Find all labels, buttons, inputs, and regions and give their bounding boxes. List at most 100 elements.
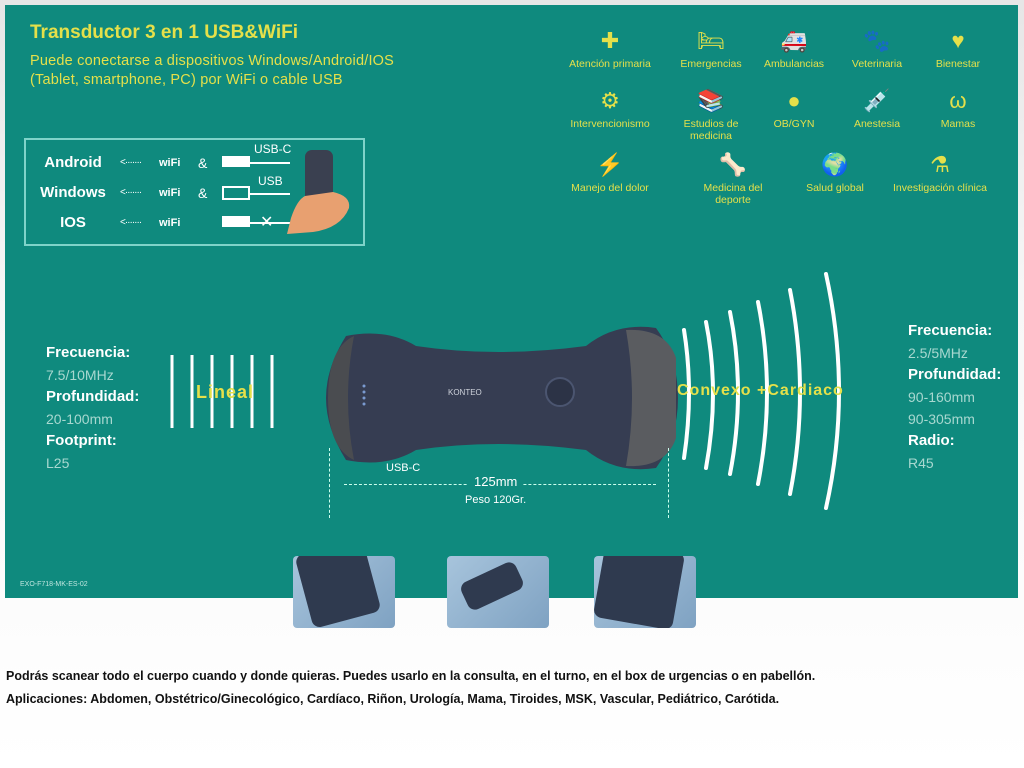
cable [250,222,290,224]
convex-waves-icon [682,272,841,510]
hospital-bed-icon: 🛏 [697,28,725,53]
usb-plug-icon [222,186,250,200]
app-label: Atención primaria [569,58,651,70]
app-label: Estudios de medicina [683,118,739,142]
subtitle-line: Puede conectarse a dispositivos Windows/… [30,53,395,69]
arrow-icon: <······· [120,157,142,168]
app-item: 📚 Estudios de medicina [651,88,771,142]
not-supported-icon: ✕ [260,214,274,231]
spec-value: 2.5/5MHz [908,345,968,361]
spec-label: Profundidad: [46,388,140,405]
globe-icon: 🌍 [821,152,849,177]
usb-c-plug-icon [222,156,250,167]
app-item: ✚ Atención primaria [550,28,670,70]
app-label: Intervencionismo [570,118,650,130]
app-item: 🌍 Salud global [775,152,895,194]
app-label: Ambulancias [763,58,825,70]
fetus-icon: ● [787,88,801,113]
linear-waves-icon [170,355,274,428]
app-label: Emergencias [680,58,742,70]
cable [250,193,290,195]
app-item: ♥ Bienestar [898,28,1018,70]
spec-value: 90-160mm [908,389,975,405]
app-item: 💉 Anestesia [817,88,937,130]
spec-label: Frecuencia: [46,344,131,361]
spec-label: Footprint: [46,432,117,449]
cable-label: USB [258,174,283,188]
app-label: Bienestar [935,58,981,70]
books-icon: 📚 [697,88,725,113]
linear-specs: Frecuencia: 7.5/10MHz Profundidad: 20-10… [46,342,139,474]
app-label: Mamas [940,118,976,130]
subtitle: Puede conectarse a dispositivos Windows/… [30,52,394,90]
app-label: Anestesia [853,118,901,130]
app-item: 🚑 Ambulancias [734,28,854,70]
ampersand: & [198,155,208,171]
product-thumbnail[interactable] [293,556,395,628]
spec-value: 90-305mm [908,411,975,427]
app-label: Salud global [806,182,864,194]
spec-label: Frecuencia: [908,322,993,339]
wifi-icon: wiFi [159,187,181,199]
spec-value: R45 [908,455,934,471]
ampersand: & [198,185,208,201]
cable-label: USB-C [254,142,292,156]
hand-holding-device-image [287,150,350,234]
intervention-icon: ⚙ [600,88,620,113]
wifi-icon: wiFi [159,157,181,169]
app-item: ⚙ Intervencionismo [550,88,670,130]
heart-pulse-icon: ♥ [951,28,965,53]
cable [250,162,290,164]
subtitle-line: (Tablet, smartphone, PC) por WiFi o cabl… [30,72,343,88]
lightning-icon: ⚡ [596,152,624,177]
arrow-icon: <······· [120,187,142,198]
app-item: ● OB/GYN [734,88,854,130]
port-label: USB-C [386,462,421,474]
spec-value: 20-100mm [46,411,113,427]
breast-icon: ω [949,88,967,113]
product-thumbnail[interactable] [594,556,696,628]
connectivity-box: Android Windows IOS <······· <······· <·… [24,138,365,246]
app-item: ⚡ Manejo del dolor [550,152,670,194]
spec-label: Radio: [908,432,955,449]
arrow-icon: <······· [120,217,142,228]
convex-label: Convexo +Cardiaco [677,382,844,399]
os-ios: IOS [60,214,86,231]
medical-kit-icon: ✚ [600,28,620,53]
convex-specs: Frecuencia: 2.5/5MHz Profundidad: 90-160… [908,320,1001,474]
weight-label: Peso 120Gr. [465,494,527,506]
joint-icon: 🦴 [719,152,747,177]
flask-icon: ⚗ [930,152,950,177]
dimension-line [329,448,330,518]
os-android: Android [44,154,102,171]
dimension-line [668,448,669,518]
app-item: 🛏 Emergencias [651,28,771,70]
product-banner [5,5,1018,598]
app-item: 🦴 Medicina del deporte [673,152,793,206]
length-label: 125mm [468,474,524,489]
app-label: OB/GYN [773,118,815,130]
transducer-device-image [326,326,678,470]
app-label: Investigación clínica [893,182,987,194]
lightning-plug-icon [222,216,250,227]
app-label: Veterinaria [851,58,903,70]
document-code: EXO-F718-MK-ES-02 [20,581,88,588]
spec-label: Profundidad: [908,366,1002,383]
description-text: Podrás scanear todo el cuerpo cuando y d… [6,669,816,683]
app-label: Manejo del dolor [571,182,649,194]
wifi-icon: wiFi [159,217,181,229]
product-thumbnail[interactable] [447,556,549,628]
app-item: 🐾 Veterinaria [817,28,937,70]
spec-value: L25 [46,455,70,471]
app-label: Medicina del deporte [703,182,763,206]
paw-icon: 🐾 [863,28,891,53]
brand-logo: KONTEO [448,388,482,397]
spec-value: 7.5/10MHz [46,367,114,383]
linear-label: Lineal [196,382,255,402]
os-windows: Windows [40,184,106,201]
syringe-icon: 💉 [863,88,891,113]
ambulance-icon: 🚑 [780,28,808,53]
page-title: Transductor 3 en 1 USB&WiFi [30,22,298,43]
applications-text: Aplicaciones: Abdomen, Obstétrico/Gineco… [6,692,780,706]
